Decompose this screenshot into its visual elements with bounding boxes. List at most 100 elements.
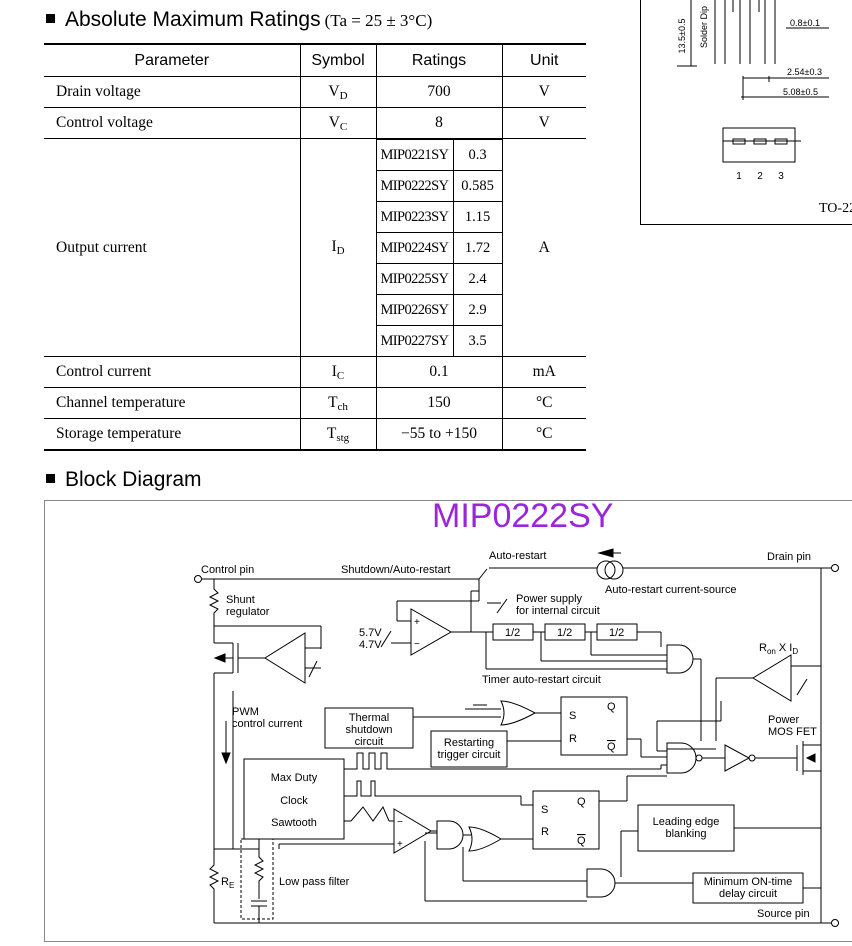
unit-cell: V [501,107,586,139]
clock-label: Clock [280,795,308,807]
package-name: TO-22 [819,201,852,216]
latch-s: S [541,804,548,816]
shunt-label-2: regulator [226,606,270,618]
auto-restart-label: Auto-restart [489,550,546,562]
re-label: RE [221,876,234,890]
shutdown-label: Shutdown/Auto-restart [341,564,450,576]
source-pin-label: Source pin [757,908,810,920]
param-cell: Drain voltage [44,76,300,108]
rating-cell: 8 [375,107,502,139]
block-diagram-frame: Control pin Shutdown/Auto-restart Auto-r… [44,500,852,942]
unit-cell: °C [501,418,586,451]
param-cell: Storage temperature [44,418,300,451]
latch-qbar: Q [607,741,616,753]
latch-r: R [569,733,577,745]
leb-label: Leading edge [653,816,720,828]
symbol-cell: Tstg [299,418,376,451]
timer-label: Timer auto-restart circuit [482,674,601,686]
header-parameter: Parameter [44,43,300,77]
table-row: Control voltage VC 8 V [44,107,586,139]
chip-title: MIP0222SY [432,497,614,535]
table-row: Channel temperature Tch 150 °C [44,387,586,419]
plus-sign: + [414,617,420,628]
min-on-label: Minimum ON-time [704,876,793,888]
block-diagram-schematic: Control pin Shutdown/Auto-restart Auto-r… [194,548,839,927]
maxduty-label: Max Duty [271,772,318,784]
thermal-label-2: shutdown [345,724,392,736]
unit-cell: V [501,76,586,108]
restart-label: Restarting [444,737,494,749]
minus-sign: − [414,639,420,650]
unit-cell: mA [501,356,586,388]
min-on-label-2: delay circuit [719,888,777,900]
latch-q: Q [607,701,616,713]
pin-number: 1 [736,171,742,182]
power-supply-label-2: for internal circuit [516,605,600,617]
ron-label: Ron X ID [759,642,798,656]
ratings-title: Absolute Maximum Ratings [65,8,321,31]
param-cell: Control current [44,356,300,388]
dim-height: 13.5±0.5 [677,19,687,54]
pin-number: 3 [778,171,784,182]
shunt-label: Shunt [226,594,255,606]
pwm-label-2: control current [232,718,302,730]
unit-cell: A [501,138,586,357]
rating-cell: 0.1 [375,356,502,388]
drain-pin-label: Drain pin [767,551,811,563]
mos-label: Power [768,714,800,726]
divider-label: 1/2 [609,627,624,639]
bullet-square-icon [46,13,55,23]
v57-label: 5.7V [359,627,382,639]
control-pin-label: Control pin [201,564,254,576]
table-row: Drain voltage VD 700 V [44,76,586,108]
ratings-heading: Absolute Maximum Ratings(Ta = 25 ± 3°C) [46,8,432,32]
thermal-label: Thermal [349,712,389,724]
dim-lead-width: 0.8±0.1 [790,18,820,28]
rating-cell: 150 [375,387,502,419]
param-cell: Channel temperature [44,387,300,419]
block-diagram-heading: Block Diagram [46,468,202,492]
leb-label-2: blanking [666,828,707,840]
ratings-table: Parameter Symbol Ratings Unit Drain volt… [44,43,586,451]
rating-cell: 700 [375,76,502,108]
latch-r: R [541,826,549,838]
block-diagram-title: Block Diagram [65,468,202,491]
plus-sign: + [397,839,403,850]
current-source-label: Auto-restart current-source [605,584,736,596]
header-ratings: Ratings [375,43,502,77]
symbol-cell: Tch [299,387,376,419]
header-unit: Unit [501,43,586,77]
mos-label-2: MOS FET [768,726,817,738]
header-symbol: Symbol [299,43,376,77]
lpf-label: Low pass filter [279,876,350,888]
symbol-cell: ID [299,138,376,357]
latch-qbar: Q [577,835,586,847]
solder-dip-label: Solder Dip [699,6,709,48]
table-row: Storage temperature Tstg −55 to +150 °C [44,418,586,451]
sawtooth-label: Sawtooth [271,817,317,829]
dim-span: 5.08±0.5 [783,87,818,97]
param-cell: Output current [44,138,300,357]
latch-q: Q [577,796,586,808]
bullet-square-icon [46,473,55,483]
latch-s: S [569,710,576,722]
power-supply-label: Power supply [516,593,583,605]
unit-cell: °C [501,387,586,419]
v47-label: 4.7V [359,639,382,651]
package-drawing: 13.5±0.5 Solder Dip 0.8±0.1 2.54±0.3 5.0… [677,0,852,216]
divider-label: 1/2 [557,627,572,639]
restart-label-2: trigger circuit [438,749,501,761]
pin-number: 2 [757,171,763,182]
pwm-label: PWM [232,706,259,718]
ratings-condition: (Ta = 25 ± 3°C) [324,11,433,30]
param-cell: Control voltage [44,107,300,139]
